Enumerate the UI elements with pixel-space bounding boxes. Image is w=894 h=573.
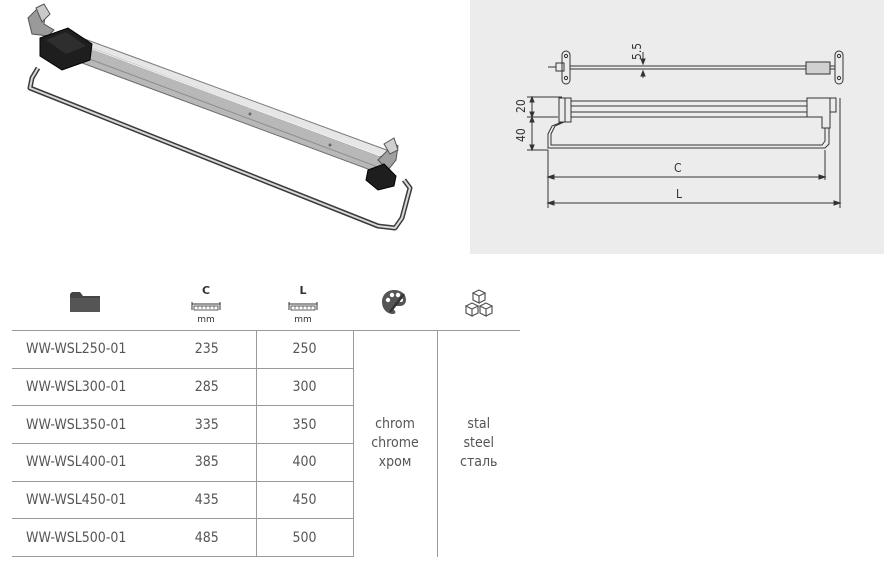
table-row: WW-WSL350-01 335 350 — [12, 405, 520, 444]
model-cell: WW-WSL300-01 — [12, 367, 158, 406]
material-cell: stal steel сталь — [437, 329, 520, 557]
towel-rail-wire — [27, 66, 413, 231]
l-value-cell: 450 — [255, 480, 354, 519]
vertical-dimensions — [527, 95, 562, 152]
dim-side-label: 40 — [514, 128, 528, 142]
dim-c-label: C — [674, 161, 682, 175]
cubes-icon — [464, 288, 494, 322]
c-value-cell: 335 — [158, 405, 256, 444]
dim-l-label: L — [676, 187, 682, 201]
model-cell: WW-WSL250-01 — [12, 330, 158, 369]
palette-icon — [380, 288, 408, 320]
dimension-ruler-icon — [288, 302, 318, 311]
spec-table-section: C mm L — [12, 276, 520, 558]
table-row: WW-WSL250-01 235 250 chrom chrome хром s… — [12, 329, 520, 557]
c-value-cell: 435 — [158, 480, 256, 519]
model-cell: WW-WSL400-01 — [12, 443, 158, 482]
c-value-cell: 385 — [158, 443, 256, 482]
finish-cell: chrom chrome хром — [353, 329, 438, 557]
finish-en: chrome — [371, 435, 419, 452]
l-unit-label: mm — [294, 315, 312, 325]
table-row: WW-WSL500-01 485 500 — [12, 518, 520, 558]
c-dimension-letter: C — [201, 284, 211, 297]
l-value-cell: 350 — [255, 405, 354, 444]
material-pl: stal — [467, 416, 491, 433]
top-view — [548, 50, 844, 85]
table-row: WW-WSL450-01 435 450 — [12, 480, 520, 519]
finish-ru: хром — [378, 454, 412, 471]
dim-bracket-label: 5.5 — [630, 43, 644, 60]
side-view — [547, 97, 837, 149]
l-value-cell: 400 — [255, 443, 354, 482]
l-dimension-letter: L — [299, 284, 307, 297]
folder-icon — [69, 290, 101, 318]
model-cell: WW-WSL350-01 — [12, 405, 158, 444]
dim-top-label: 20 — [514, 99, 528, 113]
c-value-cell: 485 — [158, 518, 256, 558]
c-unit-label: mm — [197, 315, 215, 325]
table-row: WW-WSL400-01 385 400 — [12, 443, 520, 482]
model-cell: WW-WSL500-01 — [12, 518, 158, 558]
material-ru: сталь — [460, 454, 498, 471]
table-header-icons: C mm L — [12, 276, 520, 330]
horizontal-dimensions — [546, 98, 842, 208]
left-bracket — [27, 3, 93, 71]
c-value-cell: 285 — [158, 367, 256, 406]
model-cell: WW-WSL450-01 — [12, 480, 158, 519]
finish-pl: chrom — [375, 416, 415, 433]
table-row: WW-WSL300-01 285 300 — [12, 367, 520, 406]
l-value-cell: 300 — [255, 367, 354, 406]
spec-table: WW-WSL250-01 235 250 chrom chrome хром s… — [12, 329, 520, 558]
l-value-cell: 500 — [255, 518, 354, 558]
material-en: steel — [463, 435, 494, 452]
technical-drawing: 5.5 — [470, 0, 884, 254]
right-bracket — [365, 137, 399, 191]
c-dimension-icon: C mm — [191, 284, 221, 325]
product-photo — [27, 3, 413, 231]
l-dimension-icon: L mm — [288, 284, 318, 325]
telescopic-slide — [73, 37, 393, 176]
c-value-cell: 235 — [158, 330, 256, 369]
l-value-cell: 250 — [255, 330, 354, 369]
dimension-ruler-icon — [191, 302, 221, 311]
